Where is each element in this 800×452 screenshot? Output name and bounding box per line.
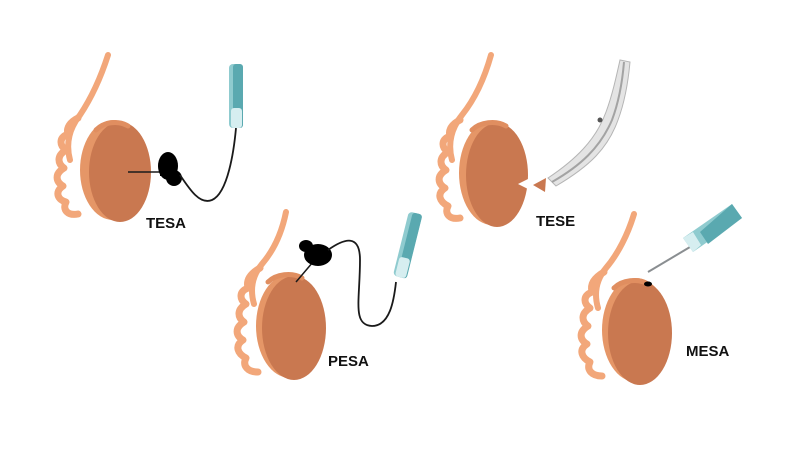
- spermatic-cord: [593, 211, 637, 311]
- testis-icon: [466, 123, 528, 227]
- syringe-needle-icon: [229, 64, 243, 128]
- label-tese: TESE: [536, 213, 575, 230]
- spermatic-cord: [65, 52, 111, 163]
- panel-mesa: MESA: [577, 204, 742, 385]
- label-tesa: TESA: [146, 215, 186, 232]
- syringe-needle-icon: [393, 212, 422, 279]
- aspiration-pad-icon: [158, 152, 182, 186]
- scissors-icon: [547, 59, 631, 187]
- label-mesa: MESA: [686, 343, 730, 360]
- testis-icon: [262, 276, 326, 380]
- tubing: [179, 127, 237, 202]
- epididymis: [577, 268, 608, 380]
- panel-tesa: TESA: [53, 52, 243, 232]
- syringe-needle-icon: [647, 204, 742, 273]
- spermatic-cord: [249, 209, 289, 307]
- label-pesa: PESA: [328, 353, 369, 370]
- spermatic-cord: [447, 52, 494, 163]
- panel-pesa: PESA: [233, 209, 422, 380]
- panel-tese: TESE: [435, 52, 631, 230]
- tubing: [327, 239, 397, 327]
- epididymis: [233, 264, 264, 376]
- tissue-sample: [533, 178, 546, 192]
- epididymis: [435, 116, 464, 222]
- testis-icon: [89, 122, 151, 222]
- aspiration-pad-icon: [299, 240, 332, 266]
- epididymis: [53, 114, 82, 218]
- testis-icon: [608, 281, 672, 385]
